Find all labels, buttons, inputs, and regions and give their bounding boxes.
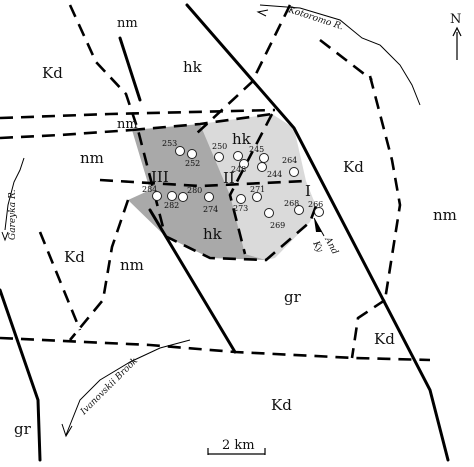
sample-point-273 — [236, 194, 246, 204]
zone-light-area — [200, 114, 316, 260]
contact-zone-mid — [99, 178, 307, 188]
sample-label: 252 — [185, 159, 200, 168]
river-label-ivanovskii: Ivanovskii Brook — [78, 356, 140, 418]
unit-label-kd: Kd — [42, 64, 63, 82]
contact-gr-right — [350, 298, 386, 359]
contact-left-edge — [0, 128, 133, 140]
sample-label: 269 — [270, 221, 285, 230]
unit-label-hk: hk — [232, 130, 252, 148]
sample-label: 284 — [142, 185, 157, 194]
scale-label: 2 km — [222, 438, 255, 453]
unit-label-kd: Kd — [343, 158, 364, 176]
sample-point-271 — [252, 192, 262, 202]
contact-inner-light — [228, 113, 274, 255]
sample-label: 250 — [212, 142, 227, 151]
river-label-gareyka: Gareyka R. — [8, 189, 18, 240]
unit-label-kd: Kd — [64, 248, 85, 266]
sample-point-264 — [259, 153, 269, 163]
unit-label-hk: hk — [203, 225, 223, 243]
unit-label-kd: Kd — [271, 396, 292, 414]
sample-point-268 — [294, 205, 304, 215]
sample-label: 266 — [308, 200, 323, 209]
unit-label-nm: nm — [433, 206, 457, 224]
sample-point-274 — [204, 192, 214, 202]
unit-label-gr: gr — [14, 420, 32, 438]
contact-hk-bottom — [164, 205, 318, 262]
sample-point-264b — [289, 167, 299, 177]
sample-label: 264 — [282, 156, 297, 165]
contact-left-lower — [68, 199, 130, 341]
sample-label: 280 — [187, 186, 202, 195]
contact-right-top — [319, 38, 373, 82]
contact-top-left — [68, 4, 167, 236]
sample-label: 268 — [284, 199, 299, 208]
sample-label: 273 — [233, 204, 248, 213]
fault-lower-left — [0, 288, 42, 462]
fault-upper-left — [118, 36, 142, 102]
contact-bottom — [0, 336, 431, 362]
sample-point-250 — [214, 152, 224, 162]
sample-point-280 — [178, 192, 188, 202]
sample-point-245 — [233, 151, 243, 161]
mineral-label-ky: Ky — [310, 239, 325, 255]
north-label: N — [450, 12, 461, 27]
sample-label: 274 — [203, 205, 218, 214]
sample-point-266 — [314, 207, 324, 217]
zone-label-ii: II — [223, 169, 235, 187]
unit-label-nm: nm — [117, 16, 138, 31]
sample-point-282 — [167, 191, 177, 201]
unit-label-gr: gr — [284, 288, 302, 306]
sample-point-244 — [257, 162, 267, 172]
north-arrow: N — [450, 12, 462, 60]
sample-label: 248 — [231, 165, 246, 174]
sample-label: 253 — [162, 139, 177, 148]
ivanovskii-river — [65, 339, 191, 436]
sample-point-252 — [187, 149, 197, 159]
contact-small-left — [38, 231, 82, 331]
unit-label-nm: nm — [117, 117, 138, 132]
gareyka-arrow — [1, 231, 9, 242]
zone-label-i: I — [305, 182, 311, 200]
fault-main — [185, 3, 450, 462]
sample-point-269 — [264, 208, 274, 218]
mineral-label-and: And — [322, 235, 340, 257]
sample-label: 244 — [267, 170, 282, 179]
contact-zone-top — [131, 112, 273, 132]
contact-upper-left — [0, 108, 276, 120]
unit-label-hk: hk — [183, 58, 203, 76]
sample-point-248 — [239, 159, 249, 169]
ivanovskii-arrow — [61, 423, 73, 438]
zone-label-iii: III — [151, 168, 169, 186]
sample-point-284 — [152, 191, 162, 201]
contact-right-upper — [368, 75, 402, 301]
sample-label: 282 — [164, 201, 179, 210]
sample-point-253 — [175, 146, 185, 156]
kotoromo-arrow — [256, 9, 269, 17]
scale-bar: 2 km — [207, 438, 266, 455]
contact-top-right — [194, 4, 292, 136]
unit-label-nm: nm — [120, 256, 144, 274]
kotoromo-river — [259, 4, 421, 106]
fault-middle — [148, 208, 237, 354]
unit-label-kd: Kd — [374, 330, 395, 348]
unit-label-nm: nm — [80, 149, 104, 167]
gareyka-river — [4, 157, 25, 231]
sample-label: 245 — [249, 145, 264, 154]
sample-label: 271 — [250, 185, 265, 194]
